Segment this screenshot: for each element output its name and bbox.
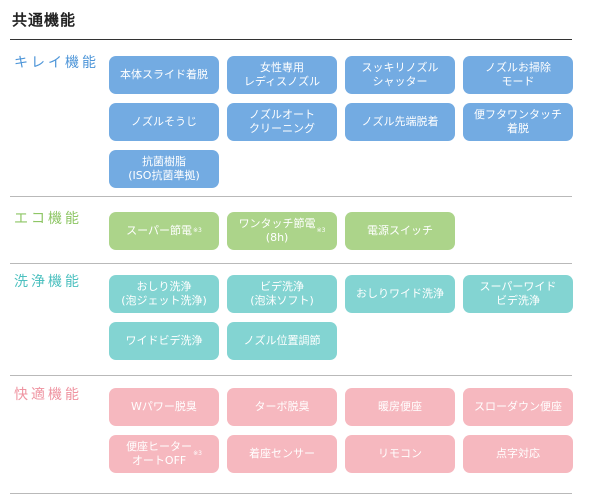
page-title: 共通機能 <box>12 11 77 29</box>
feature-badge-kirei: 抗菌樹脂 (ISO抗菌準拠) <box>109 150 219 188</box>
section-label-kirei: キレイ機能 <box>14 55 99 71</box>
feature-label: ノズルオート クリーニング <box>249 108 315 135</box>
feature-label: ワイドビデ洗浄 <box>125 334 203 347</box>
feature-label: 女性専用 レディスノズル <box>243 61 321 88</box>
feature-label: 便フタワンタッチ 着脱 <box>474 108 562 135</box>
footnote-mark: ※3 <box>193 227 202 234</box>
section-kirei: キレイ機能 本体スライド着脱女性専用 レディスノズルスッキリノズル シャッターノ… <box>10 44 580 194</box>
feature-badge-senjo: おしりワイド洗浄 <box>345 275 455 313</box>
feature-badge-eco: ワンタッチ節電 (8h)※3 <box>227 212 337 250</box>
feature-label: 抗菌樹脂 (ISO抗菌準拠) <box>128 155 200 182</box>
feature-badge-senjo: ノズル位置調節 <box>227 322 337 360</box>
section-divider <box>10 263 572 264</box>
section-divider <box>10 493 572 494</box>
feature-badge-kirei: 本体スライド着脱 <box>109 56 219 94</box>
feature-badge-kaiteki: 点字対応 <box>463 435 573 473</box>
feature-badge-kirei: ノズルそうじ <box>109 103 219 141</box>
feature-label: ノズル先端脱着 <box>361 115 439 128</box>
section-senjo: 洗浄機能 おしり洗浄 (泡ジェット洗浄) ビデ洗浄 (泡沫ソフト) おしりワイド洗浄… <box>10 263 580 373</box>
feature-grid-kaiteki: Wパワー脱臭 ターボ脱臭 暖房便座 スローダウン便座便座ヒーター オートOFF※3 着座… <box>109 388 573 473</box>
section-label-senjo: 洗浄機能 <box>14 274 82 290</box>
feature-badge-kaiteki: スローダウン便座 <box>463 388 573 426</box>
feature-badge-kirei: 女性専用 レディスノズル <box>227 56 337 94</box>
feature-label: スッキリノズル シャッター <box>361 61 439 88</box>
feature-label: おしりワイド洗浄 <box>356 287 444 300</box>
title-underline <box>10 39 572 40</box>
feature-label: 電源スイッチ <box>367 224 433 237</box>
feature-badge-kirei: ノズルお掃除 モード <box>463 56 573 94</box>
feature-label: 本体スライド着脱 <box>120 68 208 81</box>
feature-label: ターボ脱臭 <box>254 400 310 413</box>
feature-label: リモコン <box>378 447 422 460</box>
feature-badge-kirei: ノズル先端脱着 <box>345 103 455 141</box>
feature-badge-kaiteki: リモコン <box>345 435 455 473</box>
feature-badge-kirei: スッキリノズル シャッター <box>345 56 455 94</box>
feature-badge-senjo: おしり洗浄 (泡ジェット洗浄) <box>109 275 219 313</box>
feature-label: スローダウン便座 <box>474 400 562 413</box>
feature-label: ノズルお掃除 モード <box>485 61 551 88</box>
feature-grid-kirei: 本体スライド着脱 女性専用 レディスノズル スッキリノズル シャッター ノズルお掃除 … <box>109 56 573 188</box>
feature-badge-kaiteki: 着座センサー <box>227 435 337 473</box>
footnote-mark: ※3 <box>193 450 202 457</box>
feature-label: ワンタッチ節電 (8h) <box>238 217 316 244</box>
feature-label: ノズルそうじ <box>131 115 197 128</box>
feature-badge-kaiteki: 便座ヒーター オートOFF※3 <box>109 435 219 473</box>
feature-label: 便座ヒーター オートOFF <box>126 440 193 467</box>
feature-badge-senjo: スーパーワイド ビデ洗浄 <box>463 275 573 313</box>
feature-label: 暖房便座 <box>378 400 422 413</box>
feature-grid-senjo: おしり洗浄 (泡ジェット洗浄) ビデ洗浄 (泡沫ソフト) おしりワイド洗浄 スーパーワ… <box>109 275 573 360</box>
section-kaiteki: 快適機能 Wパワー脱臭 ターボ脱臭 暖房便座 スローダウン便座便座ヒーター オートOF… <box>10 376 580 491</box>
feature-label: 点字対応 <box>496 447 540 460</box>
section-divider <box>10 375 572 376</box>
section-label-eco: エコ機能 <box>14 211 82 227</box>
feature-label: おしり洗浄 (泡ジェット洗浄) <box>121 280 207 307</box>
feature-label: 着座センサー <box>249 447 315 460</box>
feature-label: ノズル位置調節 <box>243 334 321 347</box>
feature-badge-eco: スーパー節電※3 <box>109 212 219 250</box>
feature-badge-senjo: ビデ洗浄 (泡沫ソフト) <box>227 275 337 313</box>
feature-badge-kaiteki: 暖房便座 <box>345 388 455 426</box>
feature-badge-kirei: ノズルオート クリーニング <box>227 103 337 141</box>
feature-badge-kaiteki: ターボ脱臭 <box>227 388 337 426</box>
feature-badge-senjo: ワイドビデ洗浄 <box>109 322 219 360</box>
feature-label: Wパワー脱臭 <box>131 400 197 413</box>
feature-badge-kaiteki: Wパワー脱臭 <box>109 388 219 426</box>
feature-badge-kirei: 便フタワンタッチ 着脱 <box>463 103 573 141</box>
feature-label: ビデ洗浄 (泡沫ソフト) <box>250 280 314 307</box>
feature-label: スーパー節電 <box>126 224 193 237</box>
section-label-kaiteki: 快適機能 <box>14 387 82 403</box>
section-divider <box>10 196 572 197</box>
feature-label: スーパーワイド ビデ洗浄 <box>479 280 557 307</box>
feature-badge-eco: 電源スイッチ <box>345 212 455 250</box>
footnote-mark: ※3 <box>316 227 326 234</box>
